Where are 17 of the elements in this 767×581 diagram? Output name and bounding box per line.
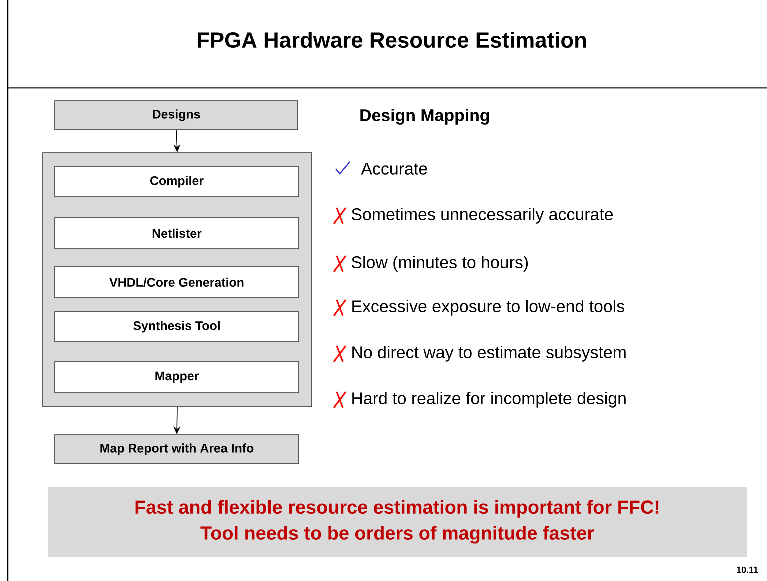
process-box: VHDL/Core Generation bbox=[54, 266, 300, 298]
bullet-text: No direct way to estimate subsystem bbox=[352, 346, 626, 362]
bullet-text: Hard to realize for incomplete design bbox=[352, 392, 626, 408]
bullet-text: Slow (minutes to hours) bbox=[352, 256, 528, 272]
bullet-text: Accurate bbox=[361, 163, 428, 175]
note-banner: Fast and flexible resource estimation is important for FFC! Tool needs to be orders of magnitude faster bbox=[48, 487, 747, 557]
process-box: Mapper bbox=[54, 362, 300, 394]
slide-title: FPGA Hardware Resource Estimation bbox=[198, 32, 586, 48]
process-box: Map Report with Area Info bbox=[54, 434, 300, 464]
page-number: 10.11 bbox=[737, 566, 758, 574]
process-box: Netlister bbox=[54, 218, 300, 250]
process-box: Synthesis Tool bbox=[54, 312, 300, 342]
section-heading: Design Mapping bbox=[360, 109, 490, 125]
process-box: Designs bbox=[54, 100, 298, 130]
bullet-text: Excessive exposure to low-end tools bbox=[352, 300, 624, 316]
bullet-text: Sometimes unnecessarily accurate bbox=[352, 208, 614, 224]
process-box: Compiler bbox=[54, 166, 300, 198]
